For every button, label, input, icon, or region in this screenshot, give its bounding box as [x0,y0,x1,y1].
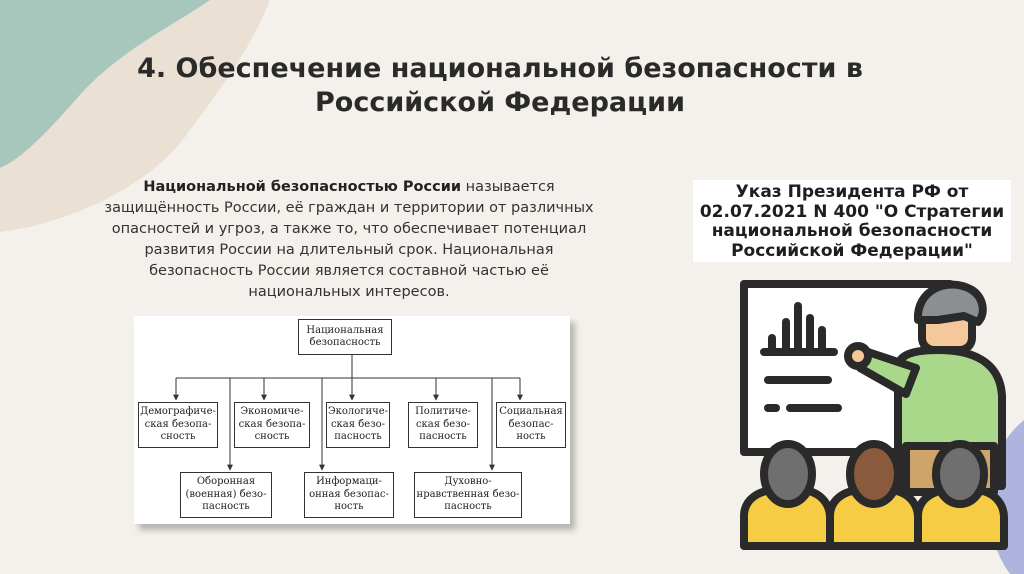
node-political-line-2: ская безо- [415,418,471,430]
node-social-line-2: безопас- [508,418,554,430]
node-demographic-line-3: сность [160,431,196,443]
node-economic: Экономиче- ская безопа- сность [234,402,310,448]
sand-blob [0,0,270,232]
definition-body: называется защищённость России, её гражд… [104,179,594,300]
security-types-diagram: Национальная безопасность Демографиче- с… [134,316,570,524]
node-defense-line-1: Оборонная [196,476,256,488]
node-information: Информаци- онная безопас- ность [304,472,394,518]
node-defense: Оборонная (военная) безо- пасность [180,472,272,518]
node-political-line-3: пасность [419,431,467,443]
bar-chart-icon [760,302,838,356]
audience-head-right [932,440,988,508]
node-social-line-1: Социальная [499,406,563,418]
decree-box: Указ Президента РФ от 02.07.2021 N 400 "… [693,180,1011,262]
decree-line-3: национальной безопасности [711,221,993,241]
decree-line-2: 02.07.2021 N 400 "О Стратегии [699,201,1005,222]
diagram-connectors [173,354,523,471]
node-information-line-1: Информаци- [316,476,382,488]
teal-blob [0,0,210,168]
decree-line-1: Указ Президента РФ от [735,182,969,202]
node-economic-line-1: Экономиче- [240,406,304,418]
node-demographic-line-1: Демографиче- [140,406,216,418]
node-national-security-line-1: Национальная [306,324,384,336]
node-spiritual-moral-line-1: Духовно- [444,476,492,488]
node-national-security: Национальная безопасность [298,319,392,355]
presentation-illustration-icon [740,280,1008,550]
teacher-hair [913,280,987,326]
node-demographic-line-2: ская безопа- [144,418,212,430]
node-political-line-1: Политиче- [415,406,471,418]
node-ecological-line-1: Экологиче- [327,406,389,418]
node-economic-line-3: сность [254,431,290,443]
node-economic-line-2: ская безопа- [238,418,306,430]
page-title: 4. Обеспечение национальной безопасности… [120,52,880,120]
audience-head-left [760,440,816,508]
node-ecological-line-3: пасность [334,431,382,443]
node-information-line-2: онная безопас- [309,488,389,500]
node-demographic: Демографиче- ская безопа- сность [138,402,218,448]
title-line-2: Российской Федерации [315,87,685,118]
audience-head-mid [846,440,902,508]
node-defense-line-3: пасность [202,501,250,513]
node-spiritual-moral-line-2: нравственная безо- [416,488,520,500]
definition-term: Национальной безопасностью России [143,179,462,195]
node-spiritual-moral-line-3: пасность [444,501,492,513]
node-ecological-line-2: ская безо- [330,418,386,430]
definition-text: Национальной безопасностью России называ… [98,177,600,303]
node-social: Социальная безопас- ность [496,402,566,448]
node-social-line-3: ность [516,431,546,443]
node-spiritual-moral: Духовно- нравственная безо- пасность [414,472,522,518]
node-defense-line-2: (военная) безо- [185,488,267,500]
node-political: Политиче- ская безо- пасность [408,402,478,448]
node-ecological: Экологиче- ская безо- пасность [326,402,390,448]
title-line-1: 4. Обеспечение национальной безопасности… [137,53,863,84]
node-information-line-3: ность [334,501,364,513]
teacher-hand [844,342,872,370]
decree-line-4: Российской Федерации" [731,240,973,261]
node-national-security-line-2: безопасность [309,337,381,348]
